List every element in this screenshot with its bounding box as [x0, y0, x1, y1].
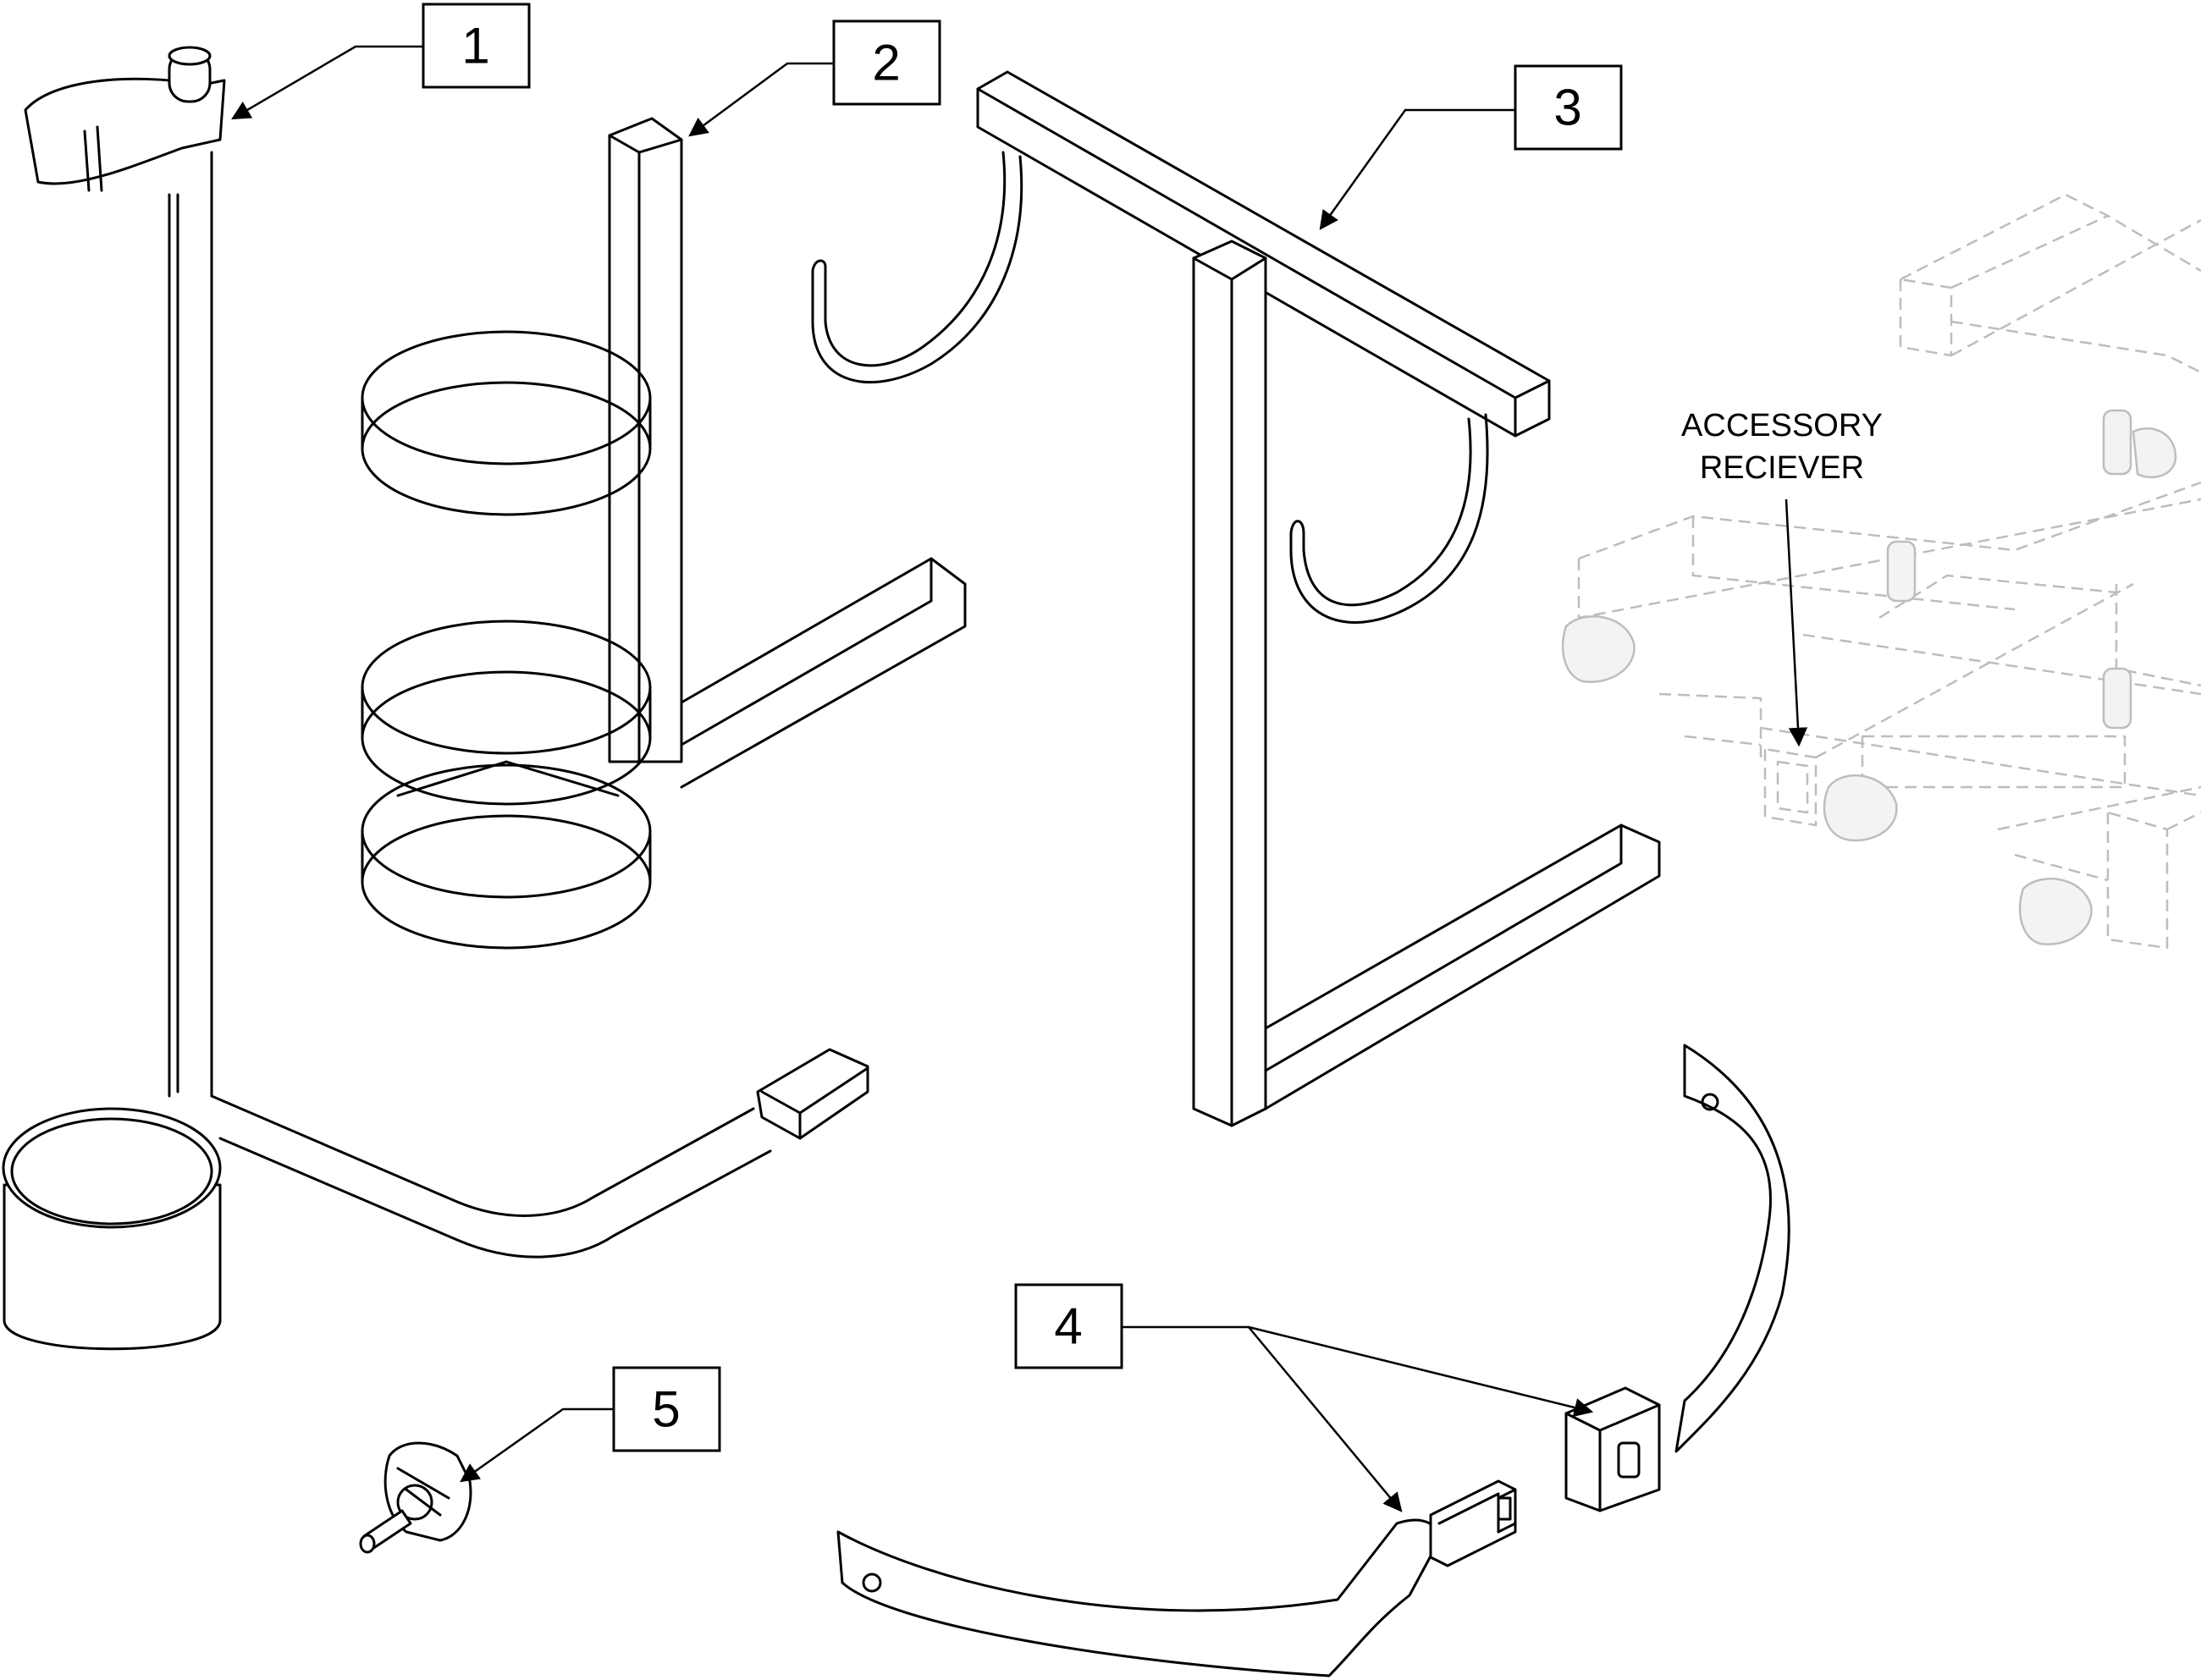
leader-lines: [231, 45, 1808, 1512]
part-5-knob: [359, 1441, 472, 1554]
callout-1: 1: [422, 3, 531, 89]
callout-5: 5: [612, 1366, 721, 1452]
callout-2: 2: [832, 19, 941, 106]
part-4-belt: [836, 1044, 1790, 1677]
receiver-label-line-2: RECIEVER: [1700, 450, 1864, 486]
part-2-bottle-holder: [361, 117, 967, 950]
part-3-hook-hanger: [811, 70, 1661, 1127]
callout-3-label: 3: [1553, 80, 1581, 136]
callout-2-label: 2: [872, 35, 900, 91]
callout-4-label: 4: [1054, 1298, 1082, 1355]
part-1-cane-holder: [2, 46, 869, 1351]
callout-4: 4: [1014, 1283, 1123, 1369]
callout-3: 3: [1514, 64, 1623, 151]
accessory-receiver-label: ACCESSORY RECIEVER: [1681, 408, 1883, 486]
receiver-label-line-1: ACCESSORY: [1681, 408, 1883, 443]
callout-1-label: 1: [461, 18, 489, 74]
callout-5-label: 5: [652, 1381, 680, 1438]
ghost-chassis: [1561, 193, 2201, 950]
